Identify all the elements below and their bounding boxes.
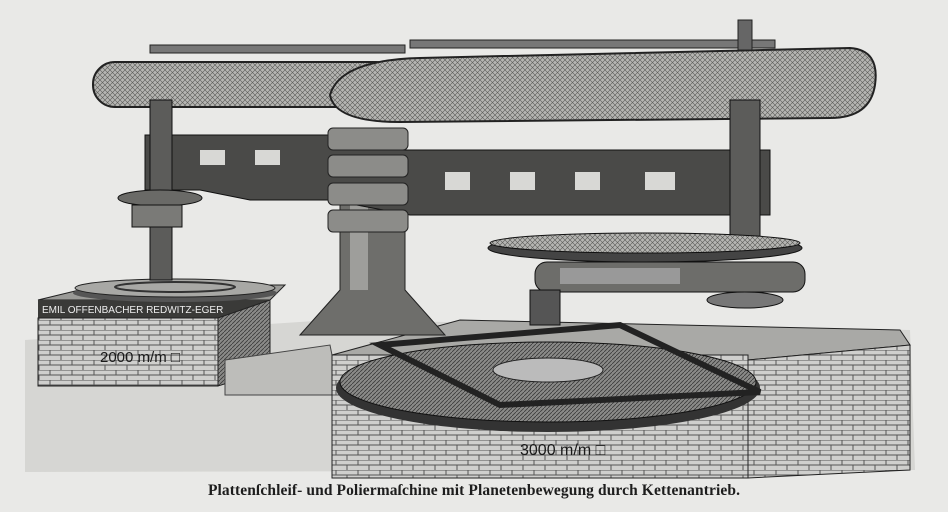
left-spindle	[117, 99, 203, 281]
right-turntable	[336, 321, 762, 432]
right-spindle	[487, 99, 806, 326]
left-size-label: 2000 m/m □	[100, 349, 180, 366]
figure-caption: Plattenſchleif- und Poliermaſchine mit P…	[207, 482, 741, 499]
left-turntable	[73, 278, 277, 302]
maker-label: EMIL OFFENBACHER REDWITZ-EGER	[42, 305, 223, 316]
arm-beam	[144, 127, 771, 233]
right-size-label: 3000 m/m □	[520, 442, 606, 459]
